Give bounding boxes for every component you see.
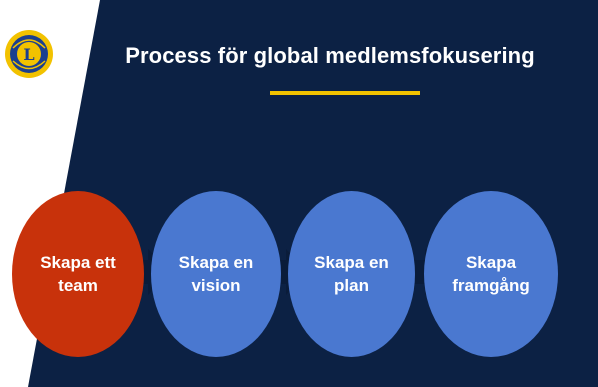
step-skapa-en-vision: Skapa en vision bbox=[151, 191, 281, 357]
step-label: Skapa ett team bbox=[40, 253, 116, 295]
step-skapa-ett-team: Skapa ett team bbox=[12, 191, 144, 357]
step-label: Skapa framgång bbox=[452, 253, 530, 295]
lions-logo-icon: L bbox=[5, 30, 53, 78]
svg-text:L: L bbox=[23, 45, 34, 64]
step-skapa-framgang: Skapa framgång bbox=[424, 191, 558, 357]
step-label: Skapa en vision bbox=[178, 253, 254, 295]
slide-title: Process för global medlemsfokusering bbox=[125, 43, 535, 68]
step-skapa-en-plan: Skapa en plan bbox=[288, 191, 415, 357]
step-label: Skapa en plan bbox=[314, 253, 389, 295]
title-underline bbox=[270, 91, 420, 95]
